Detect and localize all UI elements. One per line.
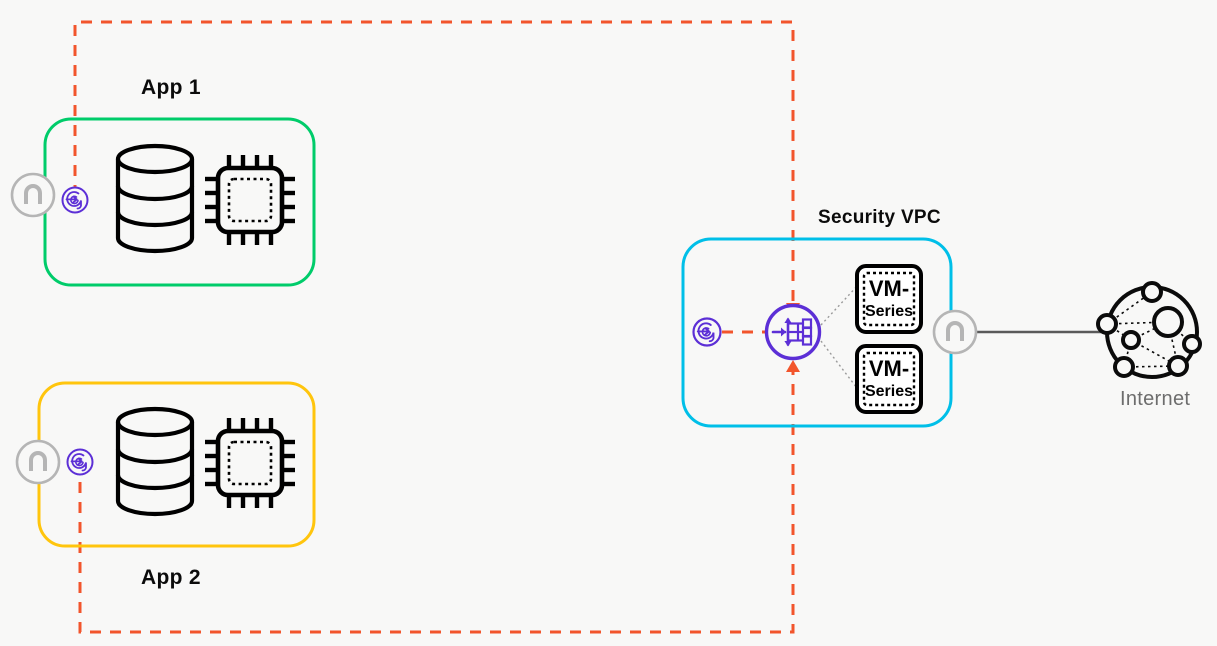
orange-dashed-route-outer: [73, 20, 795, 310]
vm-series-line2: Series: [865, 383, 913, 400]
gateway-icon[interactable]: [10, 172, 56, 218]
cloud-ngfw-icon[interactable]: [61, 186, 89, 214]
gateway-icon[interactable]: [15, 439, 61, 485]
cpu-chip-icon[interactable]: [205, 155, 295, 245]
internet-label: Internet: [1120, 388, 1191, 410]
dotted-lb-to-vm2: [820, 340, 861, 393]
cloud-ngfw-icon[interactable]: [66, 448, 94, 476]
internet-network-icon[interactable]: [1096, 281, 1202, 379]
cloud-ngfw-icon[interactable]: [692, 317, 722, 347]
database-icon[interactable]: [115, 143, 195, 254]
vm-series-line2: Series: [865, 303, 913, 320]
vm-series-firewall[interactable]: VM- Series: [855, 344, 923, 414]
cpu-chip-icon[interactable]: [205, 418, 295, 508]
load-balancer-icon[interactable]: [764, 303, 822, 361]
app1-label: App 1: [141, 76, 201, 99]
gateway-icon[interactable]: [932, 309, 978, 355]
database-icon[interactable]: [115, 406, 195, 517]
security-vpc-label: Security VPC: [818, 207, 941, 228]
vm-series-line1: VM-: [869, 276, 909, 301]
app2-label: App 2: [141, 566, 201, 589]
vm-series-firewall[interactable]: VM- Series: [855, 264, 923, 334]
vm-series-line1: VM-: [869, 356, 909, 381]
arrow-head-up: [786, 360, 800, 372]
